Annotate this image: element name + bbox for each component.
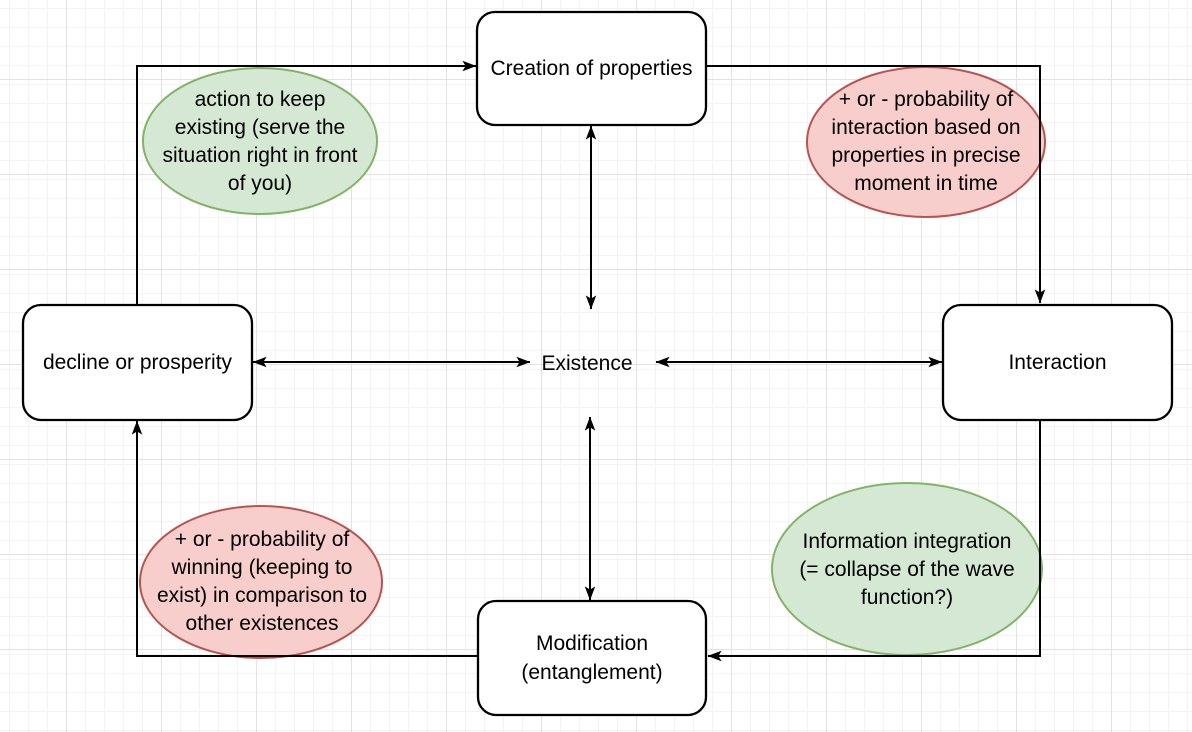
node-creation-of-properties-box[interactable] [475,10,708,127]
node-interaction-box[interactable] [941,303,1174,422]
annotation-ellipse-interaction-probability[interactable] [806,66,1046,218]
connector-decline-to-creation[interactable] [136,60,477,304]
connector-interaction-to-modification[interactable] [707,421,1041,662]
connector-modification-to-decline[interactable] [131,420,477,657]
node-modification-box[interactable] [476,599,708,717]
annotation-ellipse-action-to-keep[interactable] [142,67,378,215]
annotation-ellipse-winning-probability[interactable] [139,505,383,659]
connector-creation-to-interaction[interactable] [707,65,1046,304]
node-decline-or-prosperity-box[interactable] [21,303,254,422]
annotation-ellipse-information-integration[interactable] [771,482,1043,656]
